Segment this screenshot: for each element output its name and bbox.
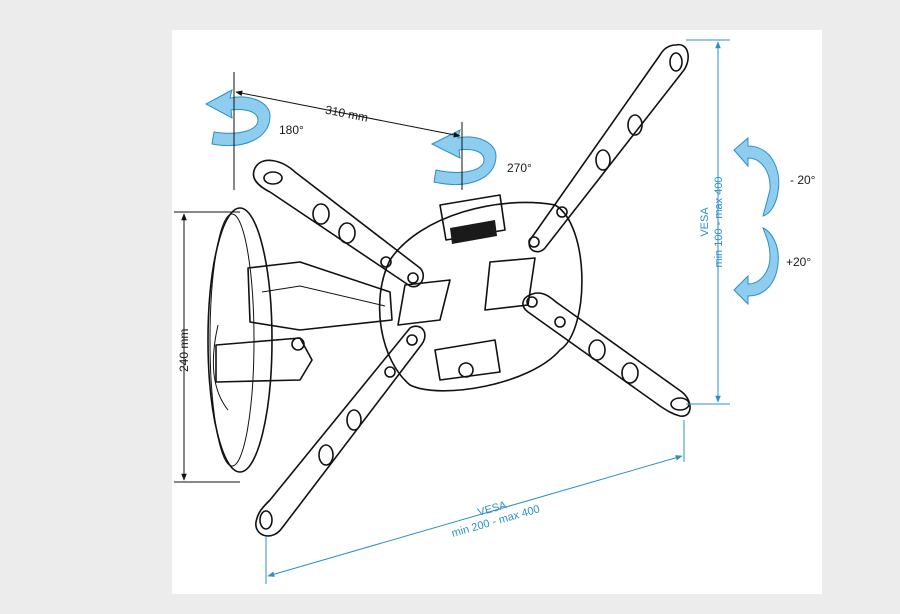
mount-hub bbox=[378, 194, 583, 392]
tilt-minus-label: - 20° bbox=[790, 173, 816, 187]
dimension-240mm bbox=[174, 211, 240, 483]
tilt-down-arrow-icon bbox=[733, 227, 779, 306]
rotation-270-arrow-icon bbox=[430, 129, 497, 185]
tilt-up-arrow-icon bbox=[733, 136, 780, 217]
vesa-vertical-range: min 100 - max 400 bbox=[713, 176, 725, 267]
vesa-arm-lower-right bbox=[522, 292, 691, 417]
vesa-arm-upper-left bbox=[252, 159, 425, 288]
rotation-180-label: 180° bbox=[279, 123, 304, 137]
tilt-plus-label: +20° bbox=[786, 255, 811, 269]
dimension-vesa-vertical bbox=[686, 39, 730, 405]
dimension-vesa-horizontal bbox=[265, 420, 685, 584]
vesa-vertical-title: VESA bbox=[699, 207, 711, 237]
dimension-310mm bbox=[233, 72, 463, 190]
rotation-270-label: 270° bbox=[507, 161, 532, 175]
vesa-arm-upper-right bbox=[528, 43, 689, 253]
height-240-label: 240 mm bbox=[177, 329, 191, 372]
swing-arm bbox=[215, 261, 393, 383]
vesa-vertical-text: VESA min 100 - max 400 bbox=[699, 176, 725, 267]
